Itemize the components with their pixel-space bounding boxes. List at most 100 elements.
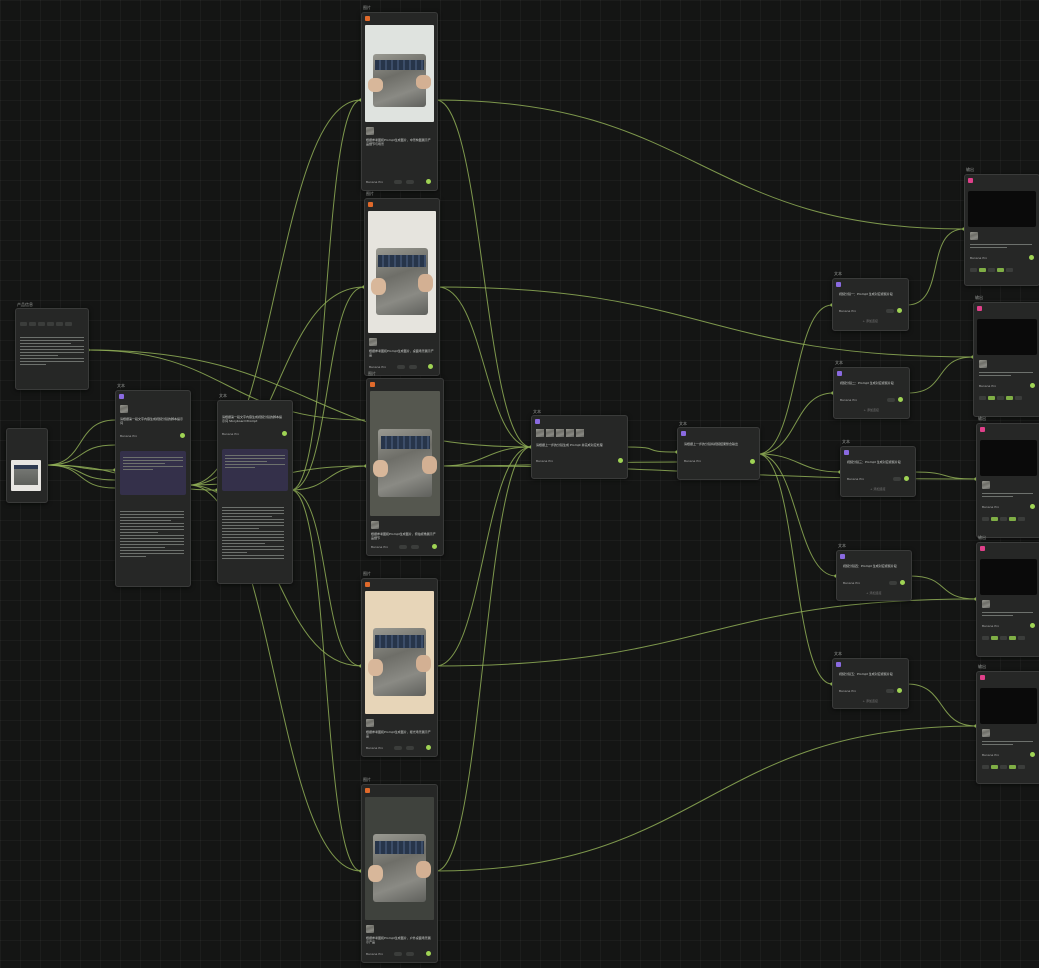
- image-node-4[interactable]: 根据参考图和Prompt生成图片，暖光场景展示产品 Banana Pro: [361, 578, 438, 757]
- source-image-node[interactable]: [6, 428, 48, 503]
- product-toolbar[interactable]: [20, 322, 72, 326]
- generated-photo: [370, 391, 440, 516]
- option-pill[interactable]: [886, 309, 894, 313]
- run-button[interactable]: [180, 433, 185, 438]
- image-node-title: 图片: [363, 777, 371, 782]
- aspect-select[interactable]: [399, 545, 407, 549]
- video-text-node-2[interactable]: 视频分镜二：Prompt 生成对应视频片段 Banana Pro + 添加连接: [833, 367, 910, 419]
- video-preview[interactable]: [977, 319, 1037, 355]
- run-button[interactable]: [426, 179, 431, 184]
- merge-node-a[interactable]: 请根据上一步的分镜生成 Prompt 并完成对应处理 Banana Pro: [531, 415, 628, 479]
- aspect-select[interactable]: [394, 746, 402, 750]
- model-select[interactable]: Banana Pro: [684, 459, 702, 463]
- run-button[interactable]: [426, 951, 431, 956]
- run-button[interactable]: [900, 580, 905, 585]
- model-select[interactable]: Banana Pro: [970, 256, 988, 260]
- aspect-select[interactable]: [394, 952, 402, 956]
- image-node-2[interactable]: 根据参考图和Prompt生成图片，桌面场景展示产品 Banana Pro: [364, 198, 440, 376]
- video-preview[interactable]: [980, 559, 1037, 595]
- model-select[interactable]: Banana Pro: [366, 180, 384, 184]
- run-button[interactable]: [1030, 383, 1035, 388]
- model-select[interactable]: Banana Pro: [982, 624, 1000, 628]
- video-text-node-4[interactable]: 视频分镜四：Prompt 生成对应视频片段 Banana Pro + 添加连接: [836, 550, 912, 601]
- product-text: [20, 337, 84, 367]
- run-button[interactable]: [1030, 623, 1035, 628]
- product-info-node[interactable]: [15, 308, 89, 390]
- image-icon: [365, 16, 370, 21]
- model-select[interactable]: Banana Pro: [120, 434, 138, 438]
- duration-tabs[interactable]: [982, 636, 1025, 640]
- count-select[interactable]: [406, 952, 414, 956]
- text-to-image-wire: [290, 99, 362, 491]
- merge-node-b[interactable]: 请根据上一步的分镜将视频结果整合输出 Banana Pro: [677, 427, 760, 480]
- add-connection-hint[interactable]: + 添加连接: [866, 591, 882, 595]
- add-connection-hint[interactable]: + 添加连接: [862, 319, 878, 323]
- video-output-node-3[interactable]: Banana Pro: [976, 423, 1039, 538]
- model-select[interactable]: Banana Pro: [366, 952, 384, 956]
- video-text-node-1[interactable]: 视频分镜一：Prompt 生成对应视频片段 Banana Pro + 添加连接: [832, 278, 909, 331]
- video-text-node-3[interactable]: 视频分镜三：Prompt 生成对应视频片段 Banana Pro + 添加连接: [840, 446, 916, 497]
- run-button[interactable]: [904, 476, 909, 481]
- duration-tabs[interactable]: [979, 396, 1022, 400]
- video-preview[interactable]: [980, 688, 1037, 724]
- duration-tabs[interactable]: [982, 517, 1025, 521]
- text-node-2[interactable]: 请根据第一段文字内容生成视频分镜的脚本提示词 Storyboard Prompt…: [217, 400, 293, 584]
- video-output-node-5[interactable]: Banana Pro: [976, 671, 1039, 784]
- run-button[interactable]: [282, 431, 287, 436]
- count-select[interactable]: [406, 746, 414, 750]
- model-select[interactable]: Banana Pro: [222, 432, 240, 436]
- add-connection-hint[interactable]: + 添加连接: [870, 487, 886, 491]
- run-button[interactable]: [1030, 752, 1035, 757]
- run-button[interactable]: [428, 364, 433, 369]
- text-node-1[interactable]: 请根据第一段文字内容生成视频分镜的脚本提示词 Banana Pro: [115, 390, 191, 587]
- thumbnail: [970, 232, 978, 240]
- model-select[interactable]: Banana Pro: [536, 459, 554, 463]
- model-select[interactable]: Banana Pro: [847, 477, 865, 481]
- model-select[interactable]: Banana Pro: [840, 398, 858, 402]
- count-select[interactable]: [406, 180, 414, 184]
- duration-tabs[interactable]: [970, 268, 1013, 272]
- video-output-node-2[interactable]: Banana Pro: [973, 302, 1039, 417]
- option-pill[interactable]: [893, 477, 901, 481]
- model-select[interactable]: Banana Pro: [371, 545, 389, 549]
- option-pill[interactable]: [886, 689, 894, 693]
- run-button[interactable]: [897, 308, 902, 313]
- video-output-node-4[interactable]: Banana Pro: [976, 542, 1039, 657]
- text-to-image-wire: [290, 465, 367, 491]
- image-node-3[interactable]: 根据参考图和Prompt生成图片，俯拍视角展示产品细节 Banana Pro: [366, 378, 444, 556]
- merge-to-video-wire: [757, 392, 834, 455]
- video-text-node-title: 文本: [834, 651, 842, 656]
- add-connection-hint[interactable]: + 添加连接: [863, 408, 879, 412]
- model-select[interactable]: Banana Pro: [366, 746, 384, 750]
- count-select[interactable]: [409, 365, 417, 369]
- prompt-text: 视频分镜三：Prompt 生成对应视频片段: [847, 460, 901, 464]
- model-select[interactable]: Banana Pro: [979, 384, 997, 388]
- run-button[interactable]: [432, 544, 437, 549]
- run-button[interactable]: [1029, 255, 1034, 260]
- option-pill[interactable]: [887, 398, 895, 402]
- count-select[interactable]: [411, 545, 419, 549]
- aspect-select[interactable]: [394, 180, 402, 184]
- run-button[interactable]: [618, 458, 623, 463]
- run-button[interactable]: [898, 397, 903, 402]
- run-button[interactable]: [897, 688, 902, 693]
- model-select[interactable]: Banana Pro: [843, 581, 861, 585]
- image-node-1[interactable]: 根据参考图和Prompt生成图片，中景构图展示产品细节与场景 Banana Pr…: [361, 12, 438, 191]
- video-output-node-1[interactable]: Banana Pro: [964, 174, 1039, 286]
- run-button[interactable]: [1030, 504, 1035, 509]
- add-connection-hint[interactable]: + 添加连接: [862, 699, 878, 703]
- model-select[interactable]: Banana Pro: [982, 505, 1000, 509]
- model-select[interactable]: Banana Pro: [839, 689, 857, 693]
- model-select[interactable]: Banana Pro: [369, 365, 387, 369]
- model-select[interactable]: Banana Pro: [839, 309, 857, 313]
- run-button[interactable]: [750, 459, 755, 464]
- aspect-select[interactable]: [397, 365, 405, 369]
- option-pill[interactable]: [889, 581, 897, 585]
- video-preview[interactable]: [980, 440, 1037, 476]
- video-preview[interactable]: [968, 191, 1036, 227]
- video-text-node-5[interactable]: 视频分镜五：Prompt 生成对应视频片段 Banana Pro + 添加连接: [832, 658, 909, 709]
- run-button[interactable]: [426, 745, 431, 750]
- image-node-5[interactable]: 根据参考图和Prompt生成图片，户外桌面场景展示产品 Banana Pro: [361, 784, 438, 963]
- model-select[interactable]: Banana Pro: [982, 753, 1000, 757]
- duration-tabs[interactable]: [982, 765, 1025, 769]
